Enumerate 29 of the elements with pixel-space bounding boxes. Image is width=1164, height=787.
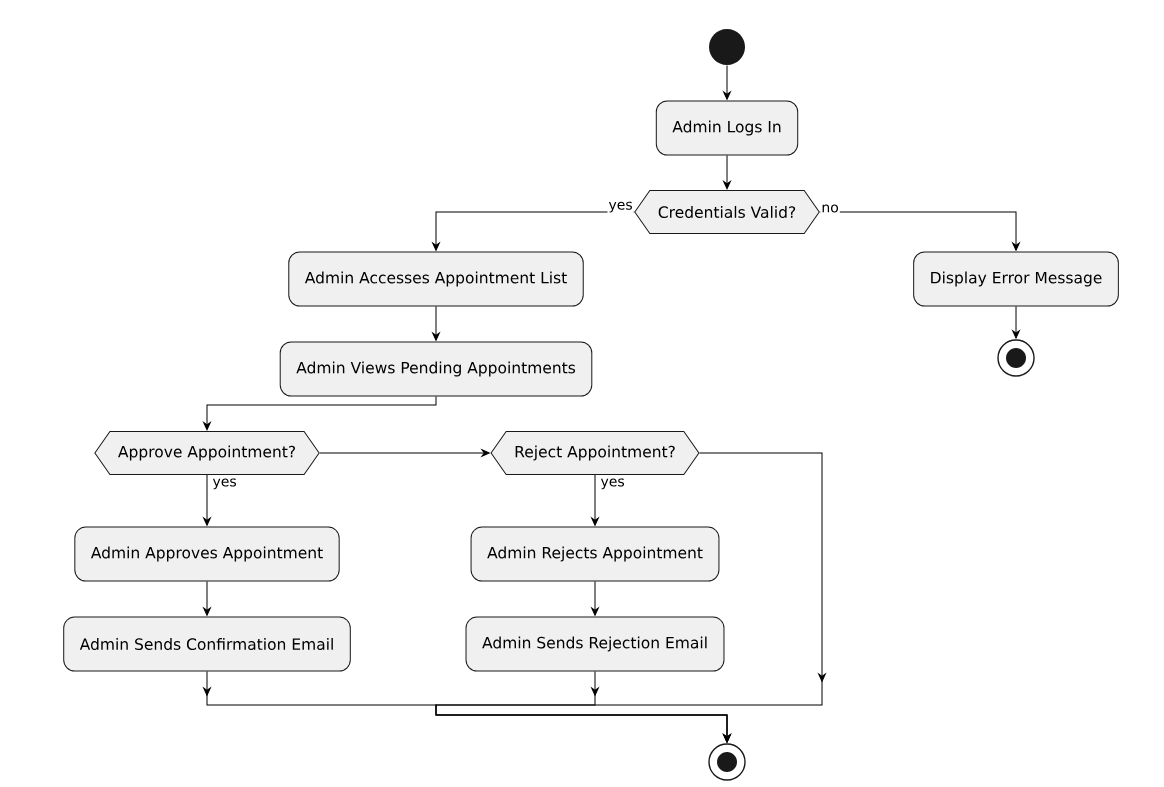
arrow bbox=[203, 396, 437, 431]
arrow bbox=[203, 474, 211, 526]
edge-label: yes bbox=[599, 477, 626, 491]
arrow bbox=[1012, 306, 1020, 339]
action-box: Admin Accesses Appointment List bbox=[288, 251, 584, 307]
arrow bbox=[723, 155, 731, 190]
action-box: Admin Sends Confirmation Email bbox=[63, 616, 351, 672]
edge-label: yes bbox=[607, 200, 634, 214]
edge-label: no bbox=[820, 203, 840, 214]
action-box: Admin Views Pending Appointments bbox=[279, 341, 593, 397]
arrow bbox=[591, 581, 599, 616]
arrow bbox=[319, 449, 490, 457]
decision-hexagon: Credentials Valid? bbox=[634, 190, 820, 234]
action-box: Admin Approves Appointment bbox=[74, 526, 340, 582]
arrow bbox=[435, 452, 826, 743]
decision-hexagon: Reject Appointment? bbox=[490, 431, 700, 475]
arrow bbox=[432, 306, 440, 341]
arrow bbox=[591, 474, 599, 526]
end-circle bbox=[997, 339, 1035, 377]
arrow bbox=[723, 65, 731, 100]
action-box: Admin Rejects Appointment bbox=[470, 526, 720, 582]
action-box: Display Error Message bbox=[913, 251, 1119, 307]
edge-label: yes bbox=[211, 477, 238, 491]
decision-hexagon: Approve Appointment? bbox=[94, 431, 320, 475]
action-box: Admin Sends Rejection Email bbox=[465, 616, 725, 672]
end-circle bbox=[708, 743, 746, 781]
start-dot bbox=[709, 29, 745, 65]
arrow bbox=[203, 581, 211, 616]
action-box: Admin Logs In bbox=[655, 100, 799, 156]
